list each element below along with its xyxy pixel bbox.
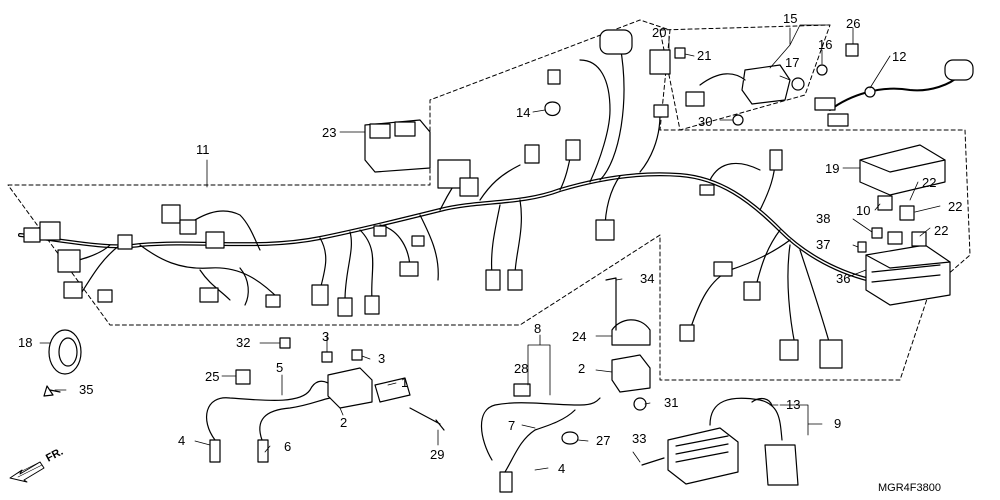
part-5-plug-wires xyxy=(206,380,331,441)
callout-27: 27 xyxy=(596,433,611,448)
callout-25: 25 xyxy=(205,369,220,384)
callout-3b: 3 xyxy=(378,351,386,366)
callout-22c: 22 xyxy=(934,223,949,238)
diagram-code: MGR4F3800 xyxy=(878,482,941,494)
callout-7: 7 xyxy=(508,418,516,433)
callout-6: 6 xyxy=(284,439,292,454)
part-24-bracket xyxy=(611,319,651,346)
callout-35: 35 xyxy=(79,382,94,397)
callout-9: 9 xyxy=(834,416,842,431)
part-27-clip xyxy=(561,431,579,445)
callout-14: 14 xyxy=(516,105,531,120)
callout-23: 23 xyxy=(322,125,337,140)
part-20-relay xyxy=(649,47,686,75)
callout-2a: 2 xyxy=(340,415,348,430)
part-12-subharness xyxy=(814,59,974,127)
callout-21: 21 xyxy=(697,48,712,63)
callout-34: 34 xyxy=(640,271,655,286)
callout-15: 15 xyxy=(783,11,798,26)
part-36-fuse-box xyxy=(865,244,951,306)
harness-connectors xyxy=(23,69,843,369)
callout-36: 36 xyxy=(836,271,851,286)
part-14-grommet xyxy=(544,101,561,117)
part-7-plug-wire xyxy=(480,383,601,473)
callout-11: 11 xyxy=(196,142,210,157)
callout-17: 17 xyxy=(785,55,800,70)
callout-26: 26 xyxy=(846,16,861,31)
part-32-bolt xyxy=(279,337,291,349)
part-29-bolt xyxy=(409,407,445,431)
callout-8: 8 xyxy=(534,321,542,336)
fr-arrow-icon xyxy=(9,461,45,483)
callout-19: 19 xyxy=(825,161,840,176)
part-25-cap xyxy=(235,369,251,385)
part-35-bolt xyxy=(43,385,61,397)
callout-31: 31 xyxy=(664,395,679,410)
part-2-ignition-coil xyxy=(327,367,411,409)
callout-32: 32 xyxy=(236,335,251,350)
callout-4b: 4 xyxy=(558,461,566,476)
parts-37-38-fuses xyxy=(857,227,883,253)
part-9-regulator xyxy=(667,397,799,486)
callout-37: 37 xyxy=(816,237,831,252)
callout-28: 28 xyxy=(514,361,529,376)
leader-lines xyxy=(39,24,941,471)
part-13-clamp xyxy=(751,397,773,407)
callout-16: 16 xyxy=(818,37,833,52)
callout-3a: 3 xyxy=(322,329,330,344)
callout-24: 24 xyxy=(572,329,587,344)
callout-10: 10 xyxy=(856,203,871,218)
part-22-relays xyxy=(877,195,927,247)
part-33-bolt xyxy=(641,457,665,466)
callout-12: 12 xyxy=(892,49,907,64)
part-34-bolt xyxy=(605,277,617,331)
part-19-fuse-cover xyxy=(859,144,946,196)
part-3-nuts xyxy=(321,349,363,363)
callout-13: 13 xyxy=(786,397,801,412)
callout-18: 18 xyxy=(18,335,33,350)
callout-38: 38 xyxy=(816,211,831,226)
callout-4a: 4 xyxy=(178,433,186,448)
callout-1: 1 xyxy=(401,375,409,390)
part-15-sensor xyxy=(685,64,791,107)
part-4-plug-caps xyxy=(209,439,513,493)
callout-30: 30 xyxy=(698,114,713,129)
harness-cap xyxy=(599,29,633,55)
callout-29: 29 xyxy=(430,447,445,462)
harness-outline xyxy=(7,19,971,381)
callout-22b: 22 xyxy=(948,199,963,214)
part-2b-ignition-coil xyxy=(611,354,651,393)
callout-2b: 2 xyxy=(578,361,586,376)
callout-33: 33 xyxy=(632,431,647,446)
small-parts-top xyxy=(732,43,859,126)
part-31-nut xyxy=(633,397,647,411)
part-18-horn xyxy=(48,329,82,375)
callout-22a: 22 xyxy=(922,175,937,190)
callout-5: 5 xyxy=(276,360,284,375)
part-23-module xyxy=(364,119,431,173)
callout-20: 20 xyxy=(652,25,667,40)
